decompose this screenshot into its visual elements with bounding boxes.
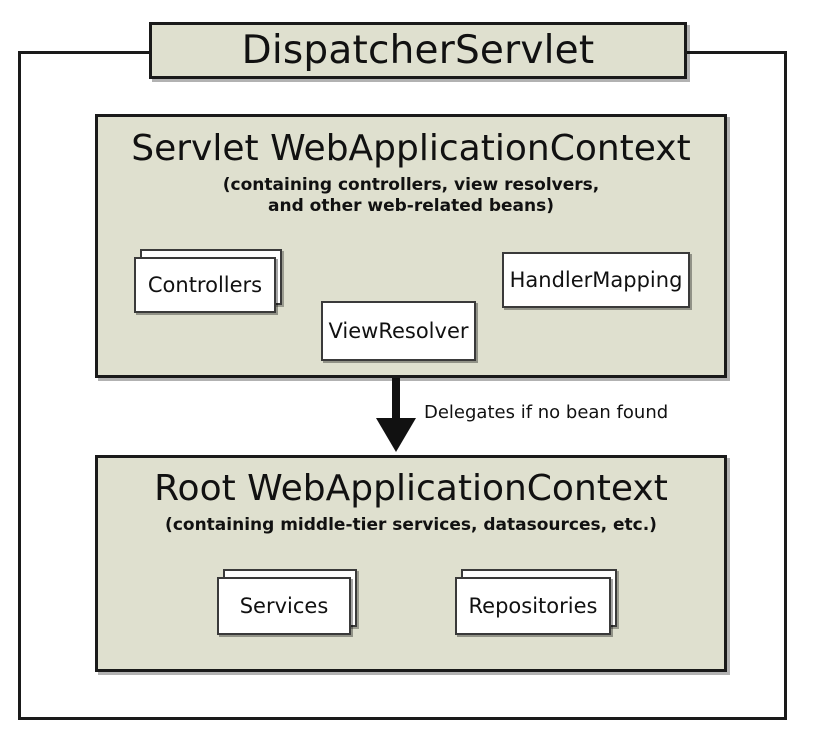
bean-box-viewresolver[interactable]: ViewResolver — [321, 301, 476, 361]
servlet-webapplicationcontext-box: Servlet WebApplicationContext (containin… — [95, 114, 727, 378]
bean-box-services[interactable]: Services — [217, 577, 351, 635]
delegation-arrow-head — [376, 418, 416, 452]
servlet-context-subtitle: (containing controllers, view resolvers,… — [98, 175, 724, 218]
servlet-context-subtitle-line2: and other web-related beans) — [268, 196, 554, 217]
delegation-arrow-label: Delegates if no bean found — [424, 402, 669, 423]
bean-box-controllers[interactable]: Controllers — [134, 257, 276, 313]
servlet-context-subtitle-line1: (containing controllers, view resolvers, — [222, 175, 600, 195]
servlet-context-heading: Servlet WebApplicationContext — [131, 128, 691, 169]
root-webapplicationcontext-box: Root WebApplicationContext (containing m… — [95, 455, 727, 672]
delegation-arrow-shaft — [392, 378, 400, 423]
root-context-heading: Root WebApplicationContext — [154, 468, 668, 509]
bean-box-handlermapping[interactable]: HandlerMapping — [502, 252, 690, 308]
root-context-subtitle-line1: (containing middle-tier services, dataso… — [165, 515, 657, 535]
bean-box-repositories[interactable]: Repositories — [455, 577, 611, 635]
dispatcher-servlet-title-box: DispatcherServlet — [149, 22, 687, 79]
page-title: DispatcherServlet — [241, 28, 595, 73]
root-context-subtitle: (containing middle-tier services, dataso… — [98, 515, 724, 536]
